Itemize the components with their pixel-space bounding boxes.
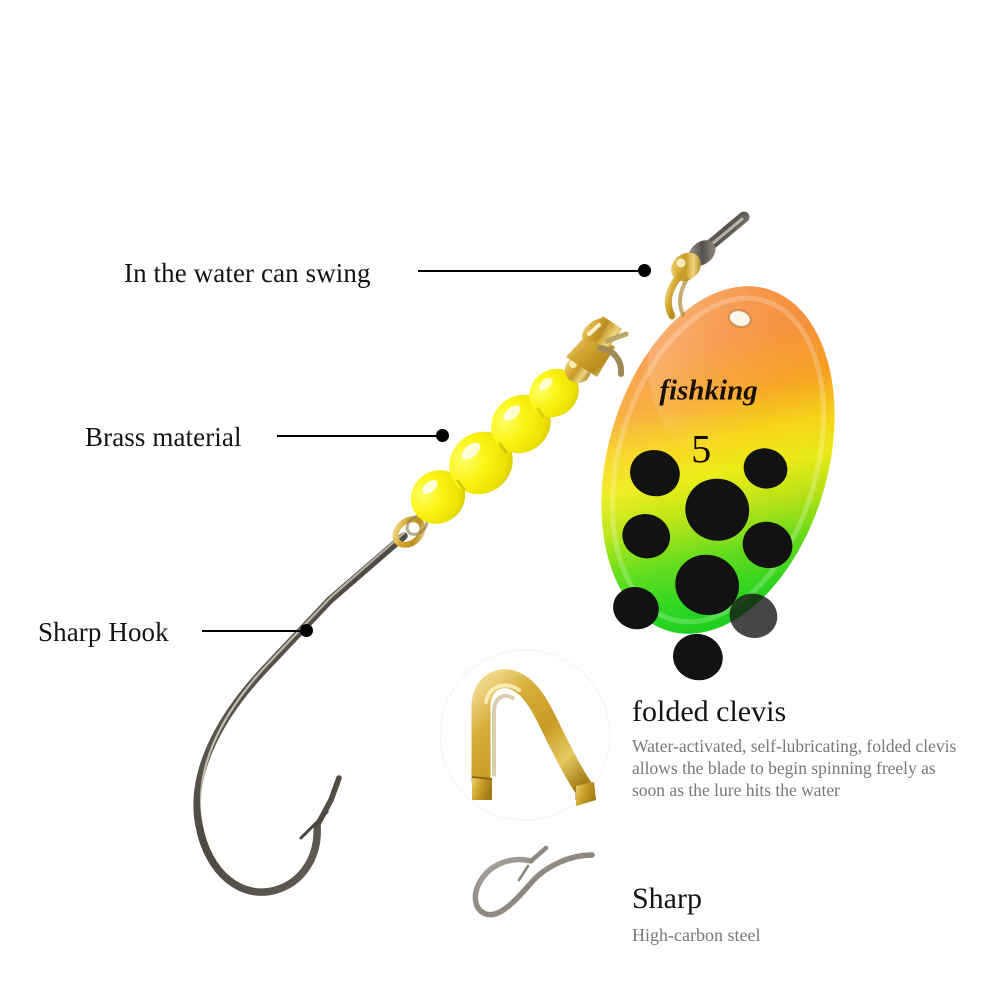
small-hook-icon	[472, 845, 595, 918]
feature-title-folded-clevis: folded clevis	[632, 695, 787, 728]
main-hook-graphic	[193, 514, 429, 896]
blade-size-text: 5	[691, 427, 711, 472]
callout-label-hook: Sharp Hook	[38, 617, 169, 647]
yellow-beads	[410, 368, 579, 524]
brass-assembly	[565, 316, 629, 383]
callout-dot-brass	[436, 429, 449, 442]
spinner-blade: fishking 5	[601, 272, 835, 681]
folded-clevis-icon	[439, 649, 611, 821]
blade-brand-text: fishking	[659, 375, 757, 407]
callout-dot-swing	[638, 264, 651, 277]
callout-label-brass: Brass material	[85, 422, 242, 452]
callout-leader-swing	[418, 270, 640, 272]
callout-leader-hook	[202, 630, 302, 632]
swivel-graphic	[664, 211, 750, 320]
feature-body-sharp: High-carbon steel	[632, 925, 761, 945]
callout-label-swing: In the water can swing	[124, 258, 371, 288]
feature-body-folded-clevis: Water-activated, self-lubricating, folde…	[632, 736, 957, 800]
feature-title-sharp: Sharp	[632, 882, 702, 915]
callout-dot-hook	[300, 624, 313, 637]
blade-spots	[613, 448, 793, 681]
callout-leader-brass	[277, 435, 438, 437]
